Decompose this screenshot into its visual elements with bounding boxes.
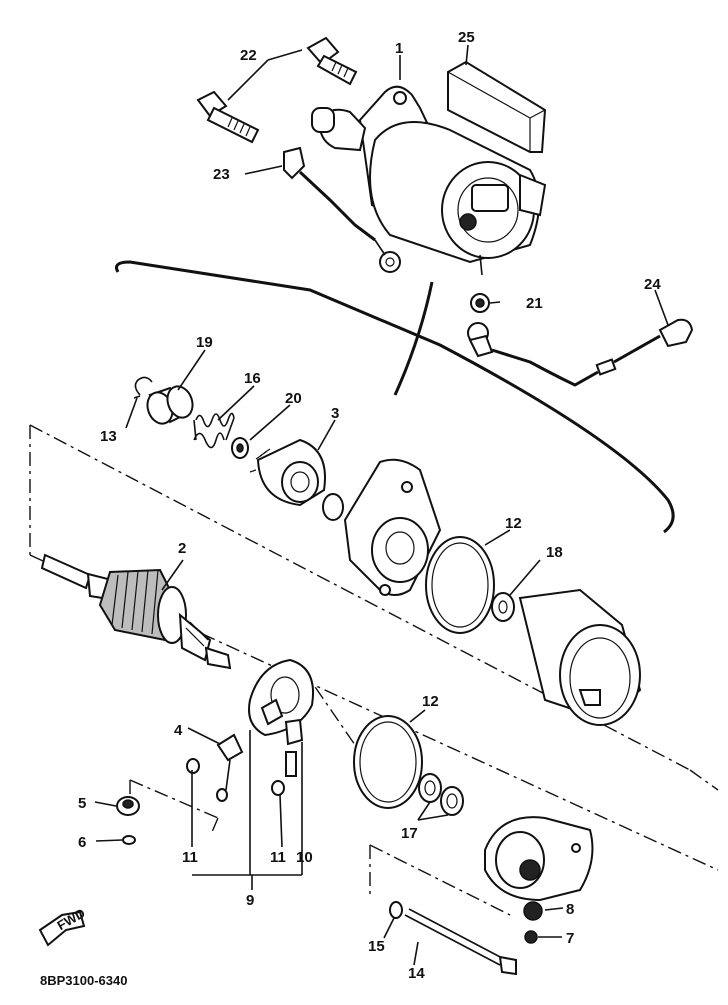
collar <box>146 385 194 425</box>
collar-small <box>116 796 140 816</box>
label-17: 17 <box>401 825 418 842</box>
label-12-upper: 12 <box>505 515 522 532</box>
label-2: 2 <box>178 540 186 557</box>
label-4: 4 <box>174 722 183 739</box>
nut-7 <box>524 930 538 944</box>
bolt-lower <box>196 90 260 144</box>
washer-17b-hole <box>446 793 458 809</box>
washer-17b <box>440 786 464 816</box>
label-10: 10 <box>296 849 313 866</box>
label-16: 16 <box>244 370 261 387</box>
label-22: 22 <box>240 47 257 64</box>
label-18: 18 <box>546 544 563 561</box>
label-11a: 11 <box>182 849 198 866</box>
thrust-washer-hole <box>498 600 508 614</box>
brush-spring <box>285 751 297 777</box>
oring-upper <box>425 536 495 634</box>
label-12-lower: 12 <box>422 693 439 710</box>
label-23: 23 <box>213 166 230 183</box>
earth-lead <box>283 146 401 273</box>
reference-labels: 1 2 3 4 5 6 7 8 9 10 11 11 12 12 13 14 1… <box>78 29 661 982</box>
label-1: 1 <box>395 40 403 57</box>
label-19: 19 <box>196 334 213 351</box>
nut-small-b <box>271 780 285 796</box>
washer-small <box>122 835 136 845</box>
washer-15 <box>389 901 403 919</box>
label-8: 8 <box>566 901 574 918</box>
bracket-pointer <box>393 281 434 396</box>
bolt-upper <box>306 36 358 86</box>
washer-17a <box>418 773 442 803</box>
cover-oring <box>322 493 344 521</box>
yoke <box>518 588 642 726</box>
through-bolt <box>404 908 517 976</box>
nut <box>470 293 490 313</box>
circlip <box>133 376 153 399</box>
group-bracket <box>115 260 675 534</box>
front-bracket <box>343 458 442 596</box>
oring-lower <box>353 715 423 809</box>
label-13: 13 <box>100 428 117 445</box>
brush-holder <box>216 733 244 802</box>
spring <box>193 412 235 449</box>
diagram-code: 8BP3100-6340 <box>40 973 127 988</box>
label-7: 7 <box>566 930 574 947</box>
oring-upper-inner <box>431 542 489 628</box>
label-5: 5 <box>78 795 86 812</box>
leader-lines <box>94 44 669 966</box>
oring-lower-inner <box>359 721 417 803</box>
label-9: 9 <box>246 892 254 909</box>
label-21: 21 <box>526 295 543 312</box>
label-24: 24 <box>644 276 661 293</box>
rear-cover <box>484 816 594 902</box>
starter-cable <box>467 318 694 387</box>
armature <box>40 553 232 670</box>
washer <box>231 437 249 459</box>
label-25: 25 <box>458 29 475 46</box>
grommet-8 <box>523 901 543 921</box>
starter-motor-assembly <box>311 85 547 276</box>
guide-lines <box>29 424 719 916</box>
label-11b: 11 <box>270 849 286 866</box>
washer-17a-hole <box>424 780 436 796</box>
front-cover <box>249 438 326 507</box>
label-3: 3 <box>331 405 339 422</box>
nut-small-a <box>186 758 200 774</box>
thrust-washer <box>491 592 515 622</box>
label-6: 6 <box>78 834 86 851</box>
label-14: 14 <box>408 965 425 982</box>
label-15: 15 <box>368 938 385 955</box>
label-20: 20 <box>285 390 302 407</box>
forward-arrow-icon: FWD <box>38 905 88 947</box>
brush-plate <box>248 658 314 746</box>
